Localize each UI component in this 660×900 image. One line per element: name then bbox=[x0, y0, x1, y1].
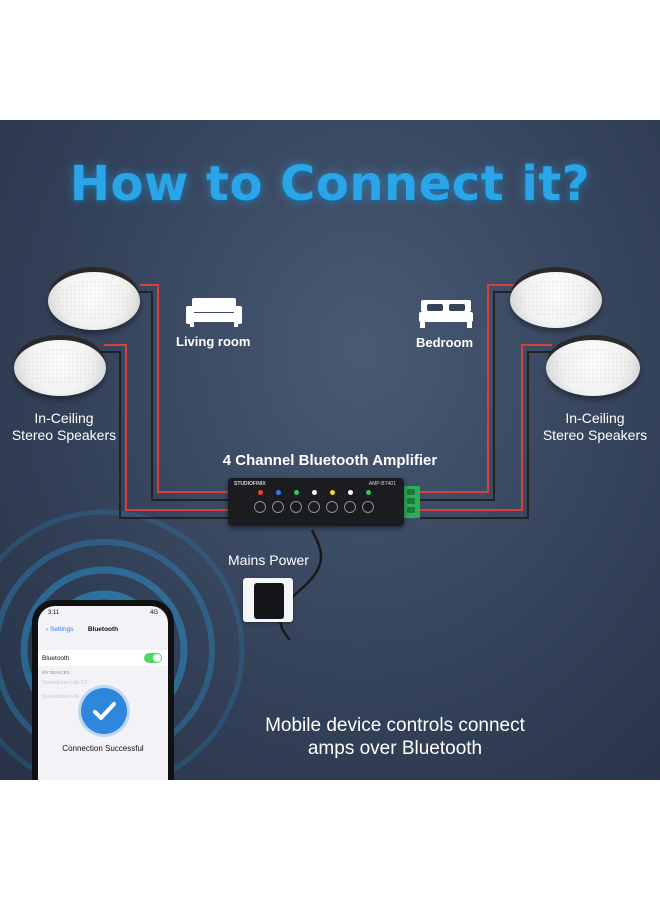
speaker-left-top bbox=[48, 272, 140, 330]
bluetooth-toggle[interactable] bbox=[144, 653, 162, 663]
amplifier-unit: STUDIOFINIX AMP-BT401 bbox=[228, 478, 404, 526]
led-indicator bbox=[312, 490, 317, 495]
amp-play-button bbox=[344, 501, 356, 513]
mains-power-label: Mains Power bbox=[228, 552, 309, 568]
bluetooth-row: Bluetooth bbox=[38, 650, 168, 666]
amp-power-button bbox=[254, 501, 266, 513]
led-indicator bbox=[276, 490, 281, 495]
left-speakers-line2: Stereo Speakers bbox=[11, 427, 117, 443]
right-speakers-line2: Stereo Speakers bbox=[542, 427, 648, 443]
speaker-right-bottom bbox=[546, 340, 640, 396]
amplifier-brand: STUDIOFINIX bbox=[234, 481, 266, 487]
page-title: How to Connect it? bbox=[69, 156, 591, 212]
living-room-label: Living room bbox=[176, 334, 251, 349]
settings-back-link[interactable]: ‹ Settings bbox=[46, 626, 74, 633]
check-mark bbox=[93, 702, 116, 720]
check-icon bbox=[81, 688, 127, 734]
phone-screen: 3:11 4G ‹ Settings Bluetooth Bluetooth M… bbox=[38, 606, 168, 780]
right-speakers-line1: In-Ceiling bbox=[565, 410, 625, 426]
right-terminal-block bbox=[402, 486, 420, 518]
bluetooth-row-label: Bluetooth bbox=[42, 655, 70, 662]
amplifier-title: 4 Channel Bluetooth Amplifier bbox=[222, 452, 438, 469]
speaker-wires bbox=[100, 284, 556, 641]
amp-mode-button bbox=[272, 501, 284, 513]
bluetooth-caption-line1: Mobile device controls connect bbox=[265, 715, 525, 736]
left-speakers-label: In-Ceiling Stereo Speakers bbox=[2, 410, 126, 444]
amp-prev-button bbox=[326, 501, 338, 513]
connection-status: Connection Successful bbox=[62, 744, 144, 753]
amp-next-button bbox=[362, 501, 374, 513]
led-indicator bbox=[366, 490, 371, 495]
led-indicator bbox=[330, 490, 335, 495]
settings-back-label: Settings bbox=[49, 626, 74, 633]
led-indicator bbox=[294, 490, 299, 495]
power-adapter bbox=[254, 583, 284, 619]
bluetooth-caption-line2: amps over Bluetooth bbox=[307, 738, 483, 759]
led-indicator bbox=[258, 490, 263, 495]
left-speakers-line1: In-Ceiling bbox=[34, 410, 94, 426]
speaker-left-bottom bbox=[14, 340, 106, 396]
right-speakers-label: In-Ceiling Stereo Speakers bbox=[532, 410, 658, 444]
speaker-right-top bbox=[510, 272, 602, 328]
diagram-panel: How to Connect it? Living room Bedroom I… bbox=[0, 120, 660, 780]
device-item[interactable]: Soundcore Life P2 bbox=[42, 680, 88, 686]
sofa-icon bbox=[186, 298, 242, 327]
led-indicator bbox=[348, 490, 353, 495]
amplifier-model: AMP-BT401 bbox=[368, 481, 396, 487]
amp-volume-down-button bbox=[290, 501, 302, 513]
device-item[interactable]: Soundcore Life bbox=[42, 694, 79, 700]
phone-signal: 4G bbox=[149, 610, 158, 616]
amp-volume-up-button bbox=[308, 501, 320, 513]
bedroom-label: Bedroom bbox=[416, 335, 474, 350]
bluetooth-caption: Mobile device controls connect amps over… bbox=[230, 714, 560, 760]
bed-icon bbox=[419, 300, 473, 328]
phone-time: 3:11 bbox=[48, 610, 60, 616]
screen-title: Bluetooth bbox=[87, 626, 119, 633]
my-devices-header: MY DEVICES bbox=[42, 670, 70, 675]
